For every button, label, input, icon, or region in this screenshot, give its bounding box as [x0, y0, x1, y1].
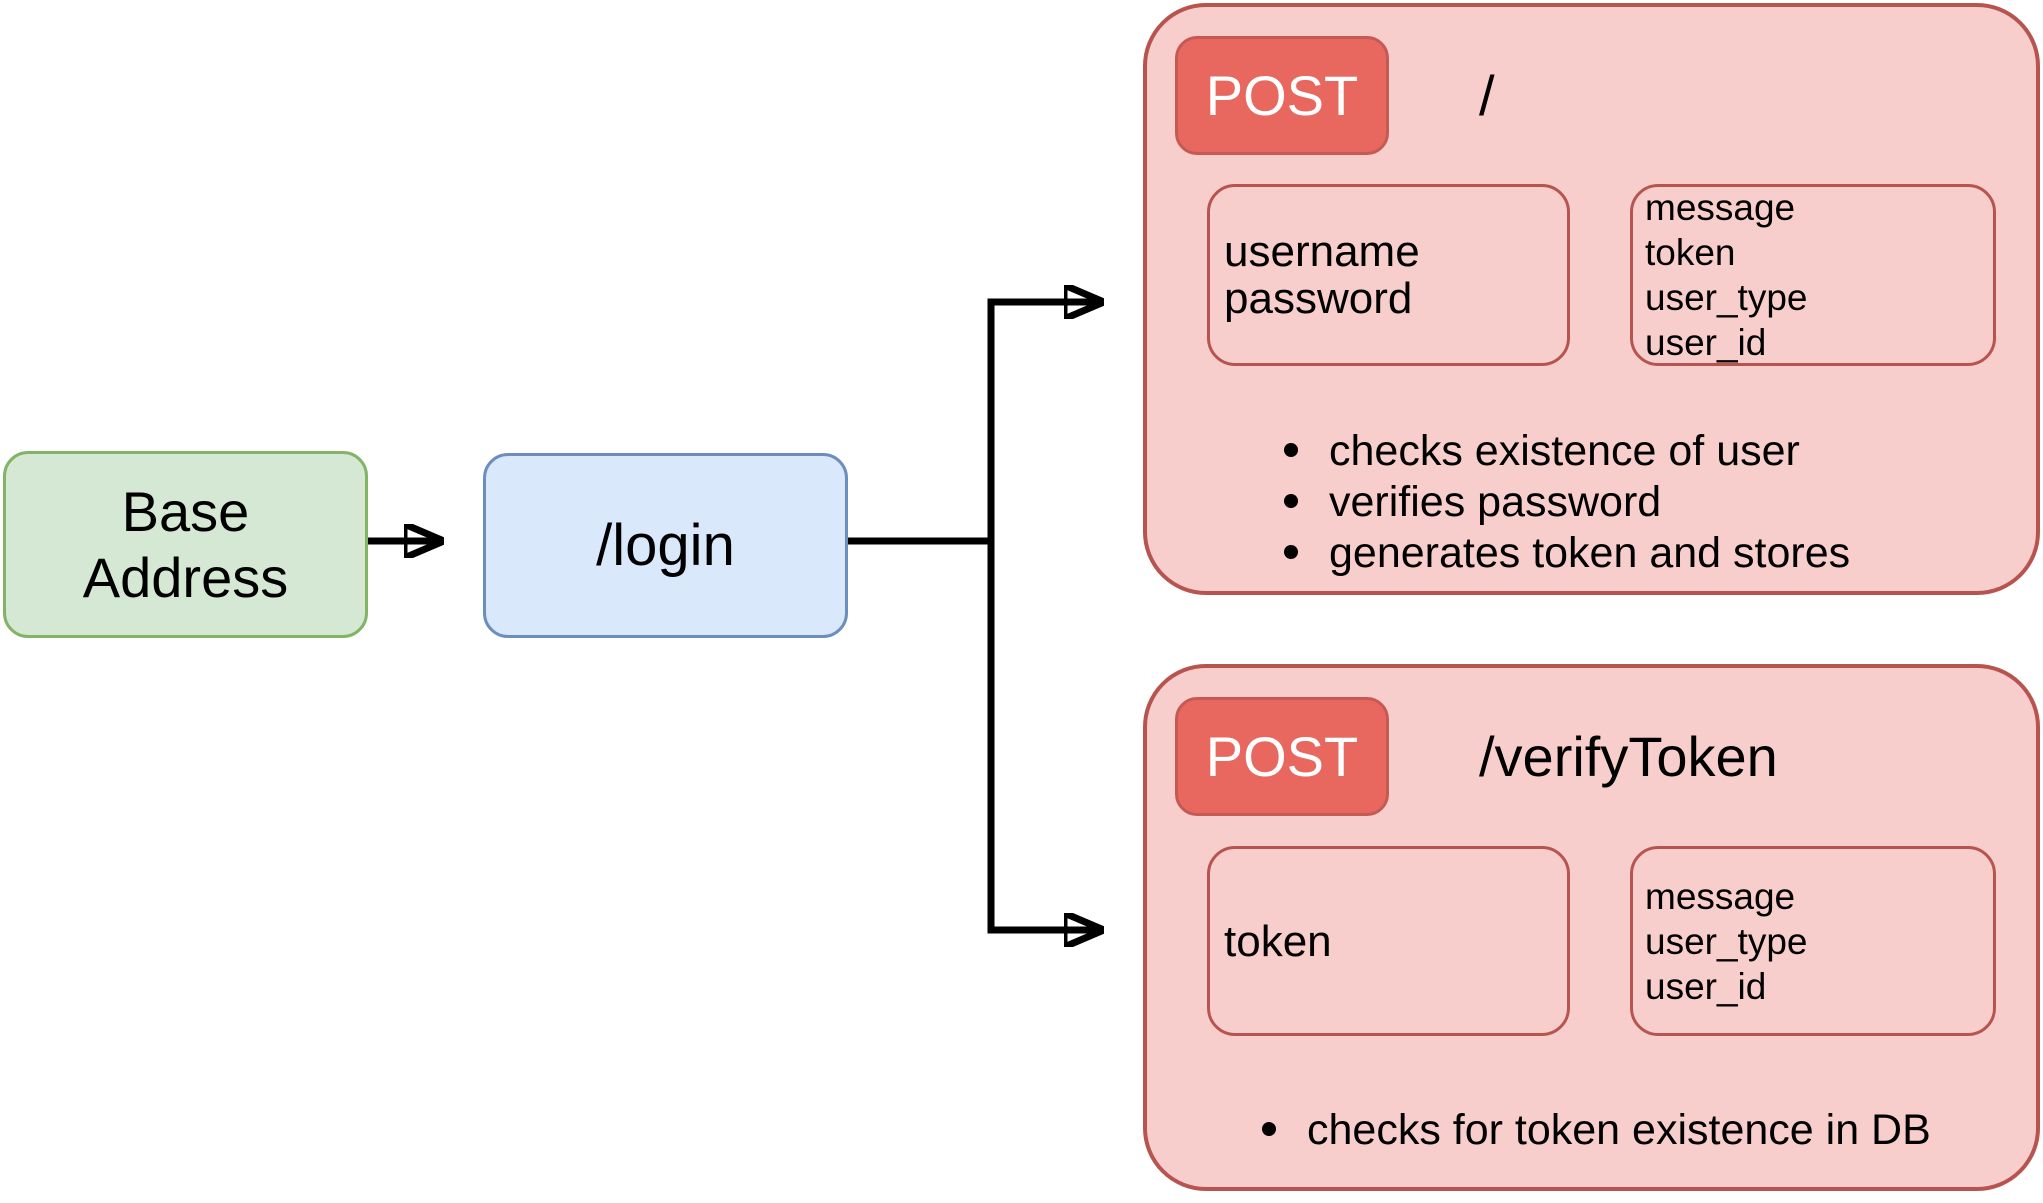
request-params-box: token	[1207, 846, 1570, 1036]
response-field: user_id	[1645, 965, 1767, 1007]
note-item: generates token and stores	[1284, 528, 1850, 579]
response-field: message	[1645, 875, 1796, 917]
response-field: user_type	[1645, 277, 1808, 318]
request-param: password	[1224, 274, 1413, 323]
method-badge: POST	[1175, 36, 1389, 155]
endpoint-path: /verifyToken	[1479, 697, 1778, 816]
endpoint-path-label: /verifyToken	[1479, 725, 1778, 788]
response-field: user_id	[1645, 322, 1767, 363]
response-field: message	[1645, 187, 1796, 228]
method-label: POST	[1205, 64, 1359, 127]
note-item: verifies password	[1284, 477, 1850, 528]
node-base-address-label: Base Address	[82, 479, 289, 609]
response-field: user_type	[1645, 920, 1808, 962]
note-item: checks for token existence in DB	[1262, 1105, 1931, 1156]
response-field: token	[1645, 232, 1736, 273]
arrow-branch-to-login-endpoint	[987, 302, 1101, 541]
request-param: username	[1224, 227, 1420, 276]
arrow-branch-to-verifytoken-endpoint	[987, 541, 1101, 930]
endpoint-path-label: /	[1479, 64, 1495, 127]
endpoint-path: /	[1479, 36, 1495, 155]
note-item: checks existence of user	[1284, 426, 1850, 477]
node-login-label: /login	[596, 513, 735, 578]
method-badge: POST	[1175, 697, 1389, 816]
endpoint-notes: checks for token existence in DB	[1262, 1105, 1931, 1156]
method-label: POST	[1205, 725, 1359, 788]
node-base-address: Base Address	[3, 451, 368, 638]
request-param: token	[1224, 916, 1332, 966]
node-login: /login	[483, 453, 848, 638]
